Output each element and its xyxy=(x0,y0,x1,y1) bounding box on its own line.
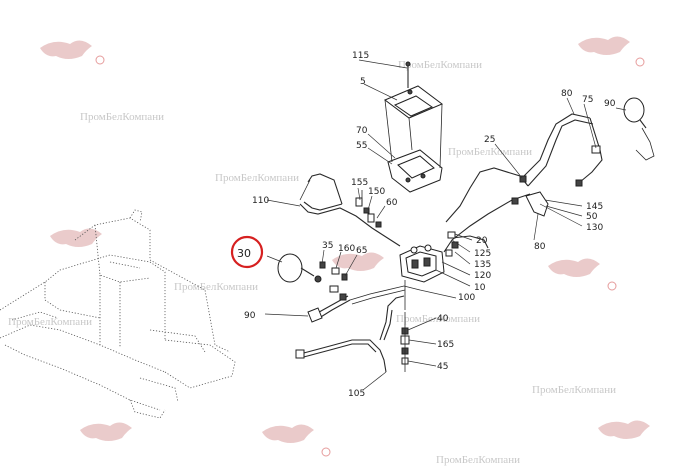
callout-35: 35 xyxy=(322,241,333,251)
callout-30: 30 xyxy=(237,247,251,260)
callout-130: 130 xyxy=(586,223,603,233)
main-valve-block xyxy=(399,244,445,310)
callout-145: 145 xyxy=(586,202,603,212)
watermark-logo xyxy=(50,228,102,247)
callout-80-upper: 80 xyxy=(561,89,573,99)
callout-80-lower: 80 xyxy=(534,242,546,252)
callout-110: 110 xyxy=(252,196,269,206)
callout-labels: 115 5 70 55 155 150 60 110 30 35 160 65 … xyxy=(237,51,616,399)
fittings xyxy=(277,61,647,372)
accumulator-90 xyxy=(623,97,647,129)
callout-75: 75 xyxy=(582,95,593,105)
watermark-logo xyxy=(332,252,384,271)
callout-40: 40 xyxy=(437,314,449,324)
callout-165: 165 xyxy=(437,340,454,350)
callout-25: 25 xyxy=(484,135,495,145)
callout-135: 135 xyxy=(474,260,491,270)
watermark-text: ПромБелКомпани xyxy=(396,313,480,325)
watermark-logo xyxy=(80,422,132,441)
callout-115: 115 xyxy=(352,51,369,61)
leader-lines xyxy=(264,59,627,391)
callout-105: 105 xyxy=(348,389,365,399)
callout-120: 120 xyxy=(474,271,491,281)
watermark-text: ПромБелКомпани xyxy=(398,59,482,71)
callout-10: 10 xyxy=(474,283,486,293)
watermark-logo xyxy=(598,420,650,439)
watermark-logo xyxy=(578,36,645,67)
watermark-text: ПромБелКомпани xyxy=(436,454,520,466)
watermark-text: ПромБелКомпани xyxy=(448,146,532,158)
accumulator-30 xyxy=(277,253,322,283)
watermark-text: ПромБелКомпани xyxy=(532,384,616,396)
machine-frame-outline xyxy=(0,209,236,419)
callout-160: 160 xyxy=(338,244,355,254)
callout-45: 45 xyxy=(437,362,448,372)
callout-150: 150 xyxy=(368,187,385,197)
watermark-text: ПромБелКомпани xyxy=(174,281,258,293)
watermark-logo xyxy=(548,258,617,291)
callout-50: 50 xyxy=(586,212,598,222)
callout-60: 60 xyxy=(386,198,398,208)
callout-90-right: 90 xyxy=(604,99,616,109)
watermark-logo xyxy=(262,424,331,457)
callout-100: 100 xyxy=(458,293,475,303)
watermark-text: ПромБелКомпани xyxy=(8,316,92,328)
callout-90-left: 90 xyxy=(244,311,256,321)
callout-65: 65 xyxy=(356,246,367,256)
callout-20: 20 xyxy=(476,236,488,246)
callout-5: 5 xyxy=(360,77,366,87)
callout-125: 125 xyxy=(474,249,491,259)
callout-55: 55 xyxy=(356,141,367,151)
callout-155: 155 xyxy=(351,178,368,188)
watermark-text: ПромБелКомпани xyxy=(215,172,299,184)
watermark-text: ПромБелКомпани xyxy=(80,111,164,123)
watermark-logo xyxy=(40,40,105,65)
callout-70: 70 xyxy=(356,126,368,136)
valve-mount-plate xyxy=(384,85,443,193)
highlight-circle xyxy=(230,235,264,269)
